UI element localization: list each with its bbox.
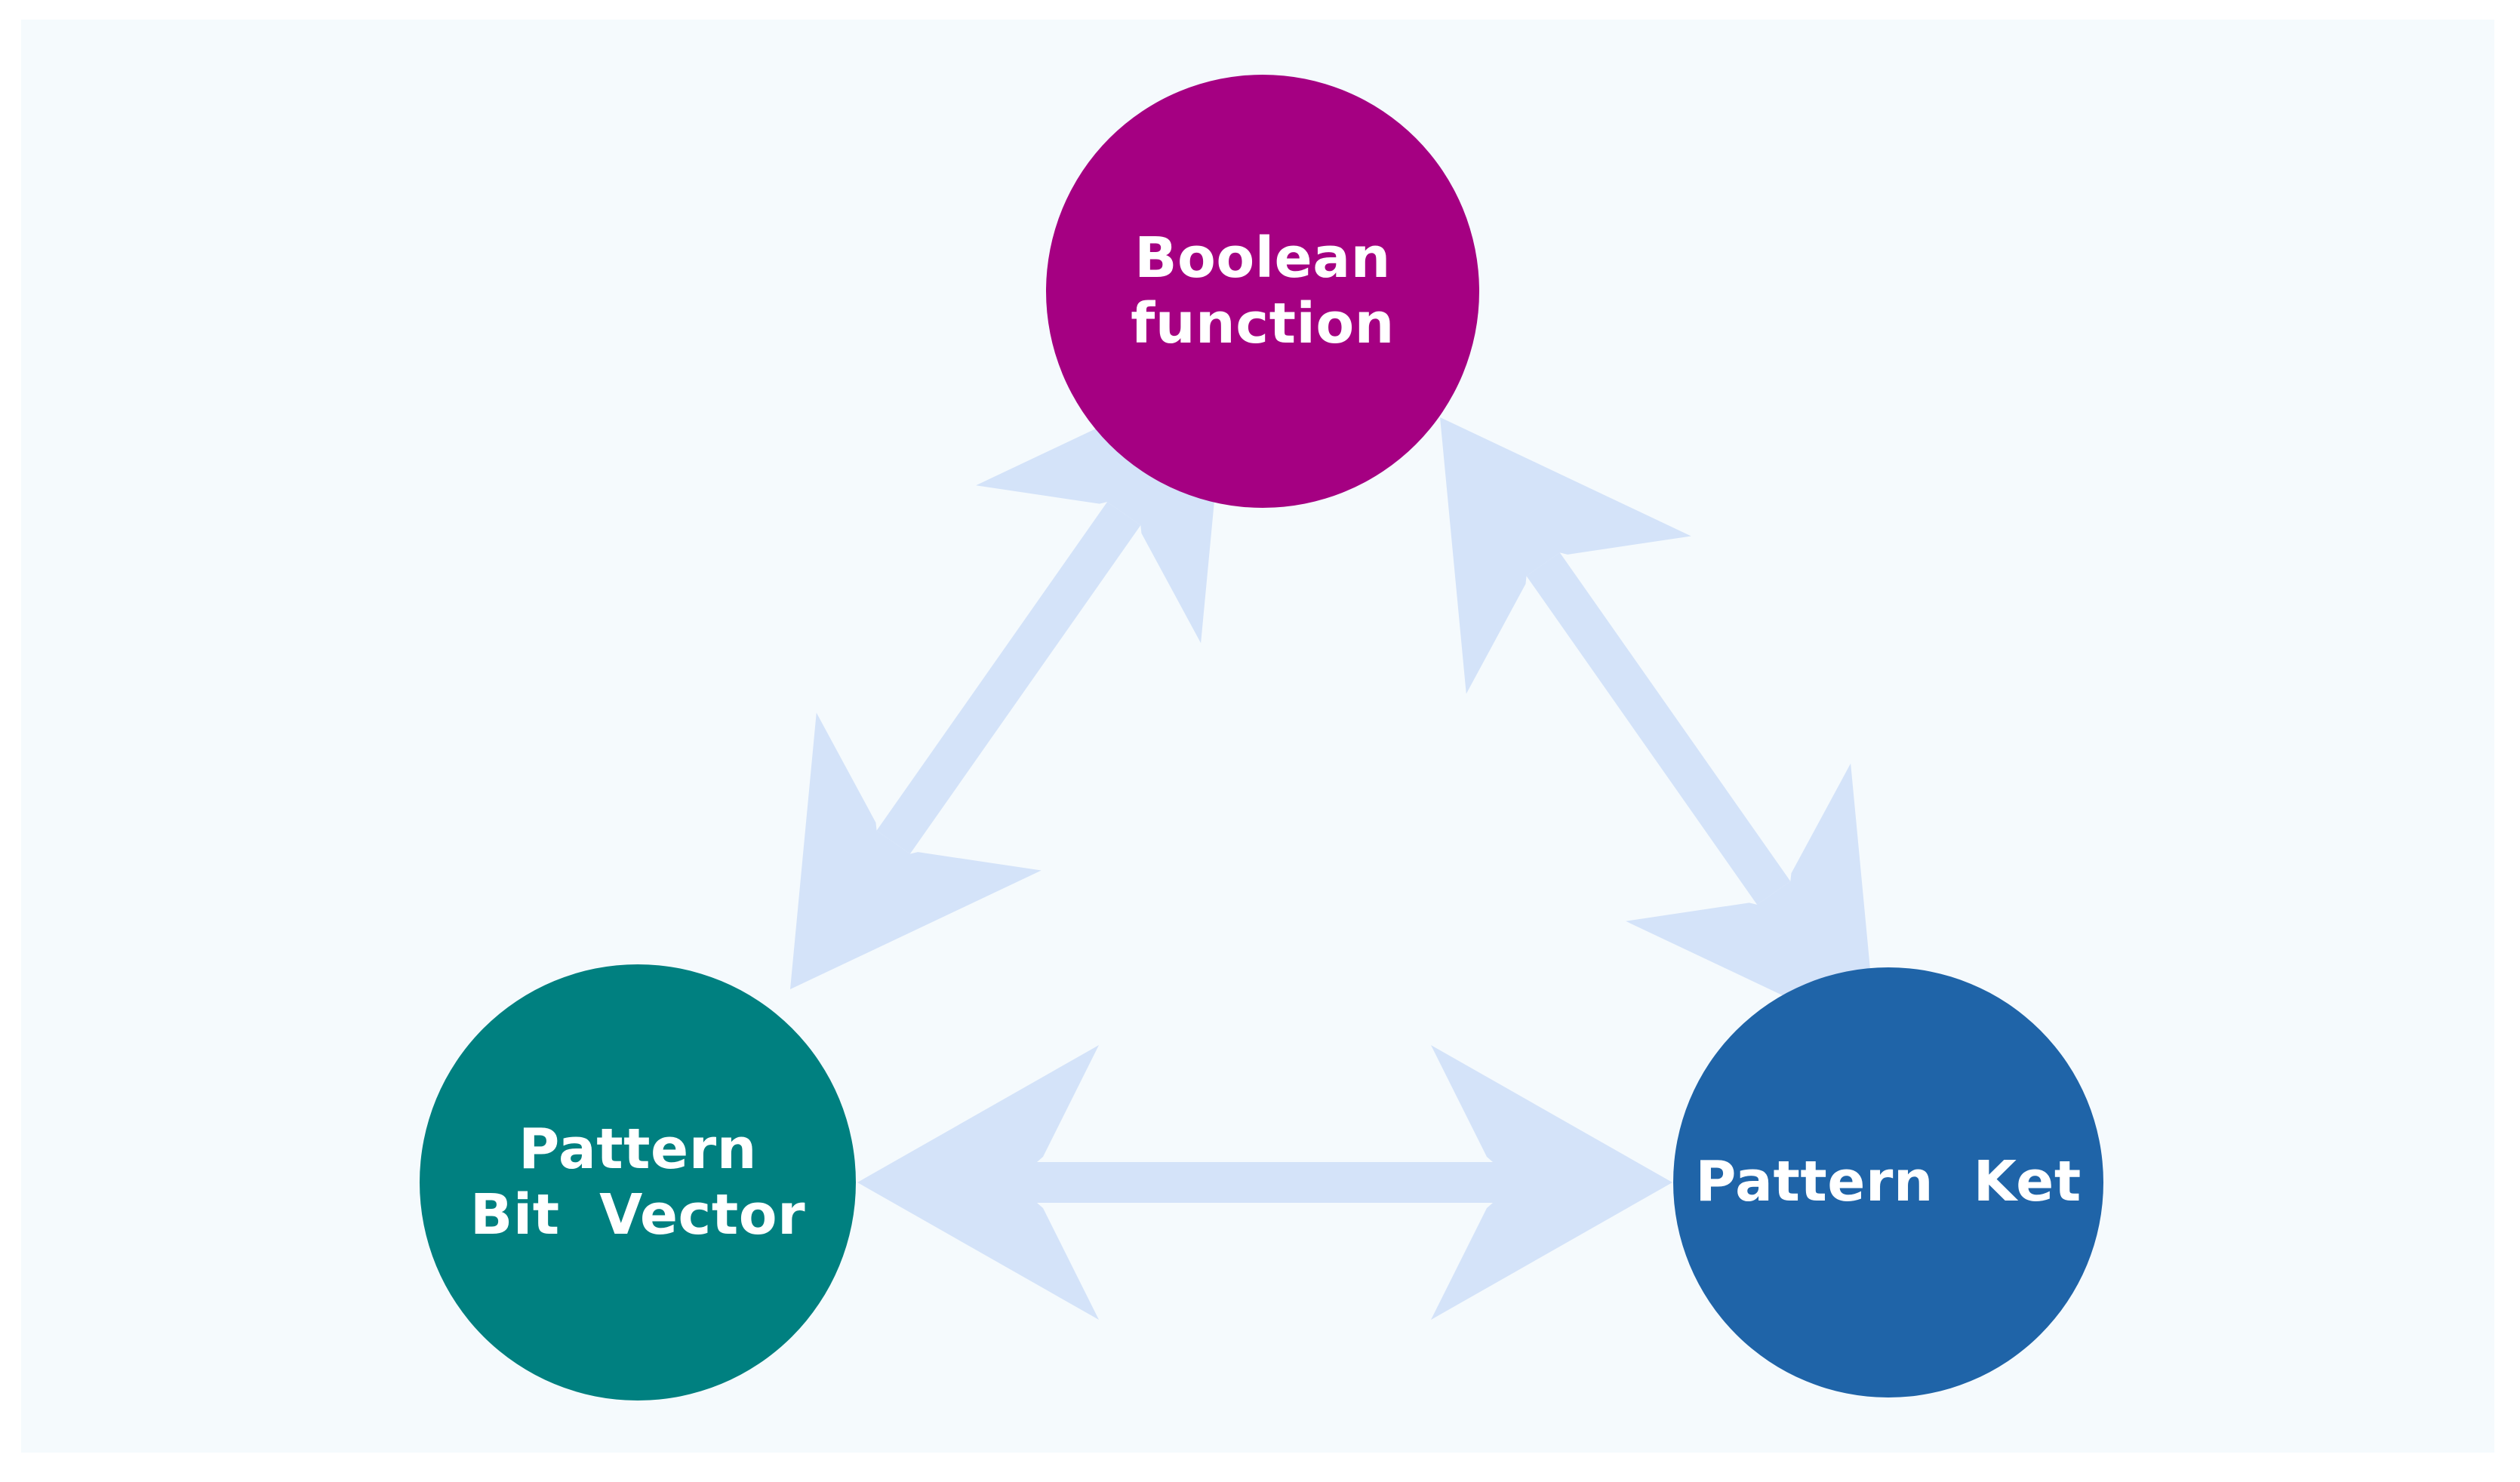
arrow-head-forward: [1431, 1045, 1672, 1320]
arrow-shaft: [1037, 1162, 1493, 1203]
node-circle-boolean-function[interactable]: [1046, 75, 1479, 508]
arrow-head-forward: [1626, 763, 1877, 1041]
arrow-shaft: [1526, 552, 1791, 905]
arrow-shaft: [876, 502, 1141, 854]
edge-bitvector-ket: [857, 1045, 1672, 1320]
arrow-head-backward: [790, 712, 1042, 989]
arrow-head-backward: [1440, 417, 1691, 694]
node-circle-pattern-ket[interactable]: [1673, 967, 2103, 1397]
node-circle-pattern-bit-vector[interactable]: [420, 964, 856, 1401]
arrow-head-backward: [857, 1045, 1099, 1320]
edge-boolean-ket: [1440, 417, 1877, 1041]
